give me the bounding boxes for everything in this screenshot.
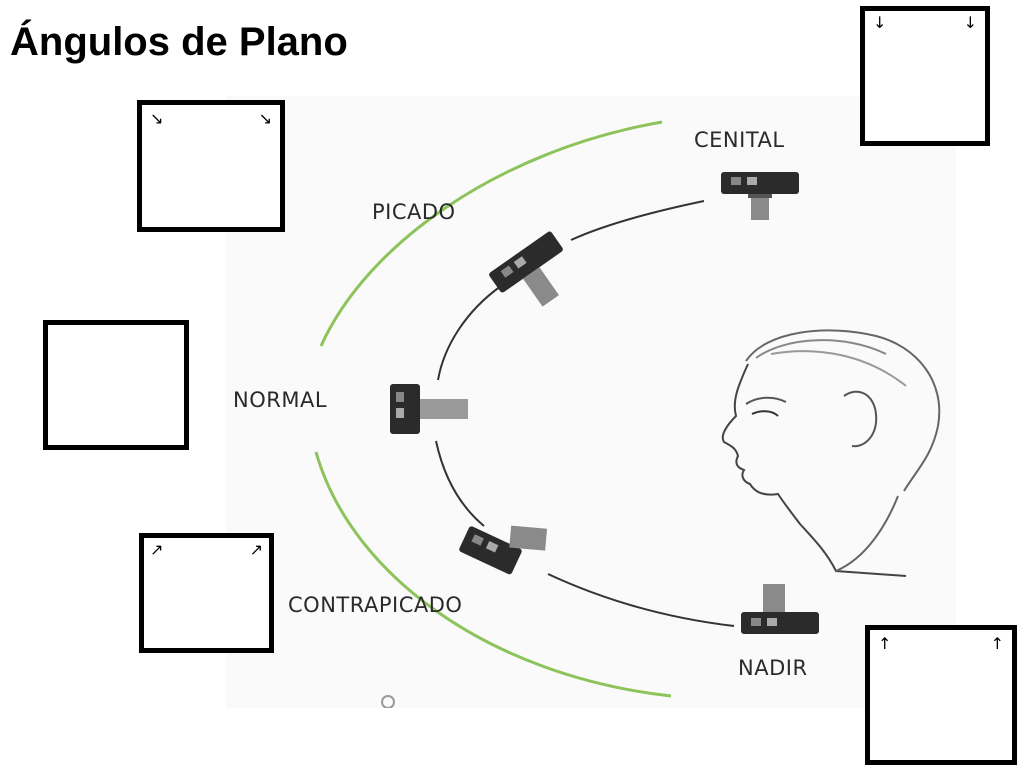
label-cenital: CENITAL [694, 128, 785, 152]
arrow-down-icon: ↓ [873, 13, 887, 32]
answer-box-bottom-right[interactable]: ↑ ↑ [865, 625, 1017, 765]
arrow-down-icon: ↓ [963, 13, 977, 32]
answer-box-top-right[interactable]: ↓ ↓ [860, 6, 990, 146]
arrow-up-right-icon: ↗ [150, 540, 164, 559]
answer-box-upper-left[interactable]: ↘ ↘ [137, 100, 285, 232]
inner-arc-picado-normal [437, 285, 502, 381]
outer-arc-bottom [314, 451, 672, 698]
arrow-up-icon: ↑ [990, 634, 1004, 653]
label-contrapicado: CONTRAPICADO [288, 593, 463, 617]
label-picado: PICADO [372, 200, 456, 224]
camera-icon [721, 172, 799, 220]
camera-icon [741, 584, 819, 634]
answer-box-middle-left[interactable] [43, 320, 189, 450]
answer-box-lower-left[interactable]: ↗ ↗ [139, 533, 274, 653]
outer-arc-top [319, 120, 663, 347]
inner-arc-cenital-picado [570, 200, 705, 241]
face-profile-illustration [721, 329, 941, 577]
label-normal: NORMAL [233, 388, 328, 412]
watermark-mark [381, 695, 395, 708]
arrow-up-right-icon: ↗ [249, 540, 263, 559]
camera-icon [489, 231, 563, 307]
inner-arc-contrapicado-nadir [547, 573, 735, 627]
camera-icon [459, 525, 548, 575]
camera-icon [390, 384, 468, 434]
arrow-down-right-icon: ↘ [150, 109, 164, 128]
diagram-canvas [314, 120, 941, 708]
camera-angle-diagram: CENITAL PICADO NORMAL CONTRAPICADO NADIR [226, 96, 956, 708]
slide-title: Ángulos de Plano [10, 20, 348, 64]
inner-arc-normal-contrapicado [435, 440, 485, 527]
arrow-down-right-icon: ↘ [258, 109, 272, 128]
arrow-up-icon: ↑ [878, 634, 892, 653]
label-nadir: NADIR [738, 656, 808, 680]
